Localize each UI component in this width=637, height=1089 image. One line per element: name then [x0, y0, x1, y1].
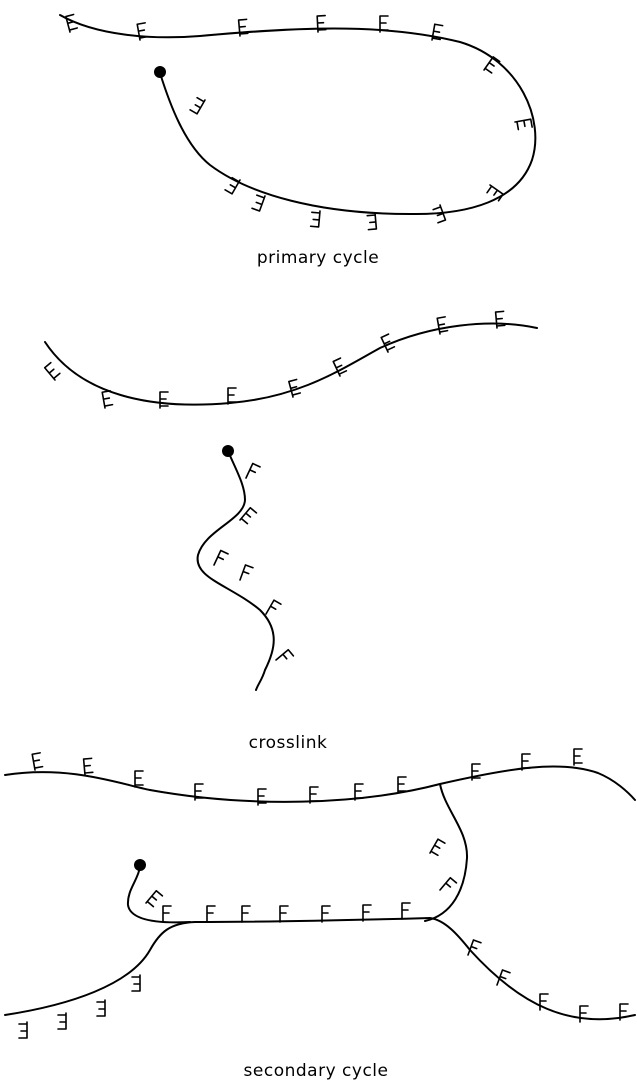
reacted-group-glyph-19 — [362, 904, 372, 922]
reacted-group-glyph-18 — [321, 905, 331, 923]
pendant-group-glyph-1 — [101, 390, 114, 409]
reacted-group-glyph-16 — [241, 905, 251, 923]
pendant-group-glyph-9 — [521, 753, 531, 771]
reacted-group-glyph-25 — [467, 939, 482, 956]
pendant-group-glyph-0 — [43, 361, 61, 381]
secondary-chain-end-dot — [134, 859, 146, 871]
pendant-group-glyph-9 — [432, 204, 447, 224]
pendant-group-glyph-21 — [18, 1021, 28, 1039]
reacted-group-glyph-12 — [239, 564, 254, 581]
crosslink-caption: crosslink — [249, 733, 328, 753]
primary-cycle-panel: primary cycle — [59, 13, 537, 268]
pendant-group-glyph-2 — [159, 391, 169, 409]
secondary-top-chain — [4, 765, 636, 803]
reacted-group-glyph-28 — [579, 1005, 589, 1023]
reacted-group-glyph-27 — [539, 993, 549, 1011]
pendant-group-glyph-10 — [366, 212, 378, 231]
secondary-cycle-caption: secondary cycle — [244, 1061, 389, 1081]
reacted-group-glyph-12 — [439, 876, 458, 891]
pendant-group-glyph-3 — [194, 783, 204, 801]
pendant-group-glyph-24 — [131, 974, 141, 992]
pendant-group-glyph-3 — [227, 387, 237, 405]
reacted-group-glyph-14 — [275, 648, 295, 661]
primary-main-chain — [59, 14, 537, 216]
primary-cycle-caption: primary cycle — [257, 248, 379, 268]
pendant-group-glyph-22 — [57, 1012, 67, 1030]
pendant-group-glyph-0 — [65, 13, 79, 33]
pendant-group-glyph-6 — [483, 56, 501, 74]
pendant-group-glyph-3 — [316, 14, 327, 33]
crosslink-chain-end-dot — [222, 445, 234, 457]
pendant-group-glyph-11 — [309, 210, 321, 228]
reacted-group-glyph-9 — [245, 462, 261, 479]
pendant-group-glyph-0 — [31, 752, 44, 771]
secondary-right-loop-chain — [424, 783, 469, 922]
pendant-group-glyph-13 — [145, 889, 164, 908]
pendant-group-glyph-2 — [237, 18, 249, 37]
pendant-group-glyph-8 — [486, 184, 504, 202]
pendant-group-glyph-6 — [380, 333, 396, 353]
crosslink-pendant-groups — [43, 310, 506, 661]
reacted-group-glyph-26 — [496, 969, 511, 986]
secondary-bottom-chain — [4, 917, 636, 1021]
pendant-group-glyph-6 — [354, 783, 364, 801]
pendant-group-glyph-8 — [471, 763, 481, 781]
secondary-cycle-panel: secondary cycle — [4, 748, 636, 1081]
reacted-group-glyph-29 — [619, 1003, 629, 1021]
crosslink-lower-chain — [196, 450, 275, 691]
reacted-group-glyph-17 — [279, 905, 289, 923]
primary-chain-end-dot — [154, 66, 166, 78]
pendant-group-glyph-5 — [332, 357, 348, 377]
pendant-group-glyph-14 — [189, 96, 206, 115]
secondary-inner-chain — [126, 866, 191, 924]
reacted-group-glyph-14 — [162, 905, 172, 923]
pendant-group-glyph-10 — [573, 748, 583, 766]
pendant-group-glyph-5 — [309, 786, 319, 804]
crosslink-upper-chain — [44, 322, 538, 406]
reacted-group-glyph-15 — [206, 905, 216, 923]
pendant-group-glyph-8 — [494, 310, 506, 329]
pendant-group-glyph-7 — [397, 776, 407, 794]
pendant-group-glyph-1 — [82, 757, 94, 776]
pendant-group-glyph-4 — [379, 15, 389, 33]
pendant-group-glyph-7 — [436, 316, 449, 335]
pendant-group-glyph-5 — [431, 23, 444, 41]
secondary-cycle-pendant-groups — [18, 748, 629, 1039]
reacted-group-glyph-20 — [401, 902, 411, 920]
pendant-group-glyph-4 — [288, 378, 302, 398]
pendant-group-glyph-4 — [257, 788, 267, 806]
crosslink-panel: crosslink — [43, 310, 538, 753]
pendant-group-glyph-11 — [429, 838, 446, 857]
primary-cycle-pendant-groups — [65, 13, 533, 231]
pendant-group-glyph-7 — [514, 118, 533, 131]
pendant-group-glyph-23 — [96, 999, 106, 1017]
pendant-group-glyph-2 — [134, 770, 144, 788]
pendant-group-glyph-13 — [224, 176, 241, 195]
reacted-group-glyph-11 — [213, 549, 229, 566]
pendant-group-glyph-1 — [136, 22, 149, 41]
reacted-group-glyph-13 — [265, 599, 282, 615]
pendant-group-glyph-12 — [251, 194, 266, 212]
pendant-group-glyph-10 — [239, 506, 258, 525]
